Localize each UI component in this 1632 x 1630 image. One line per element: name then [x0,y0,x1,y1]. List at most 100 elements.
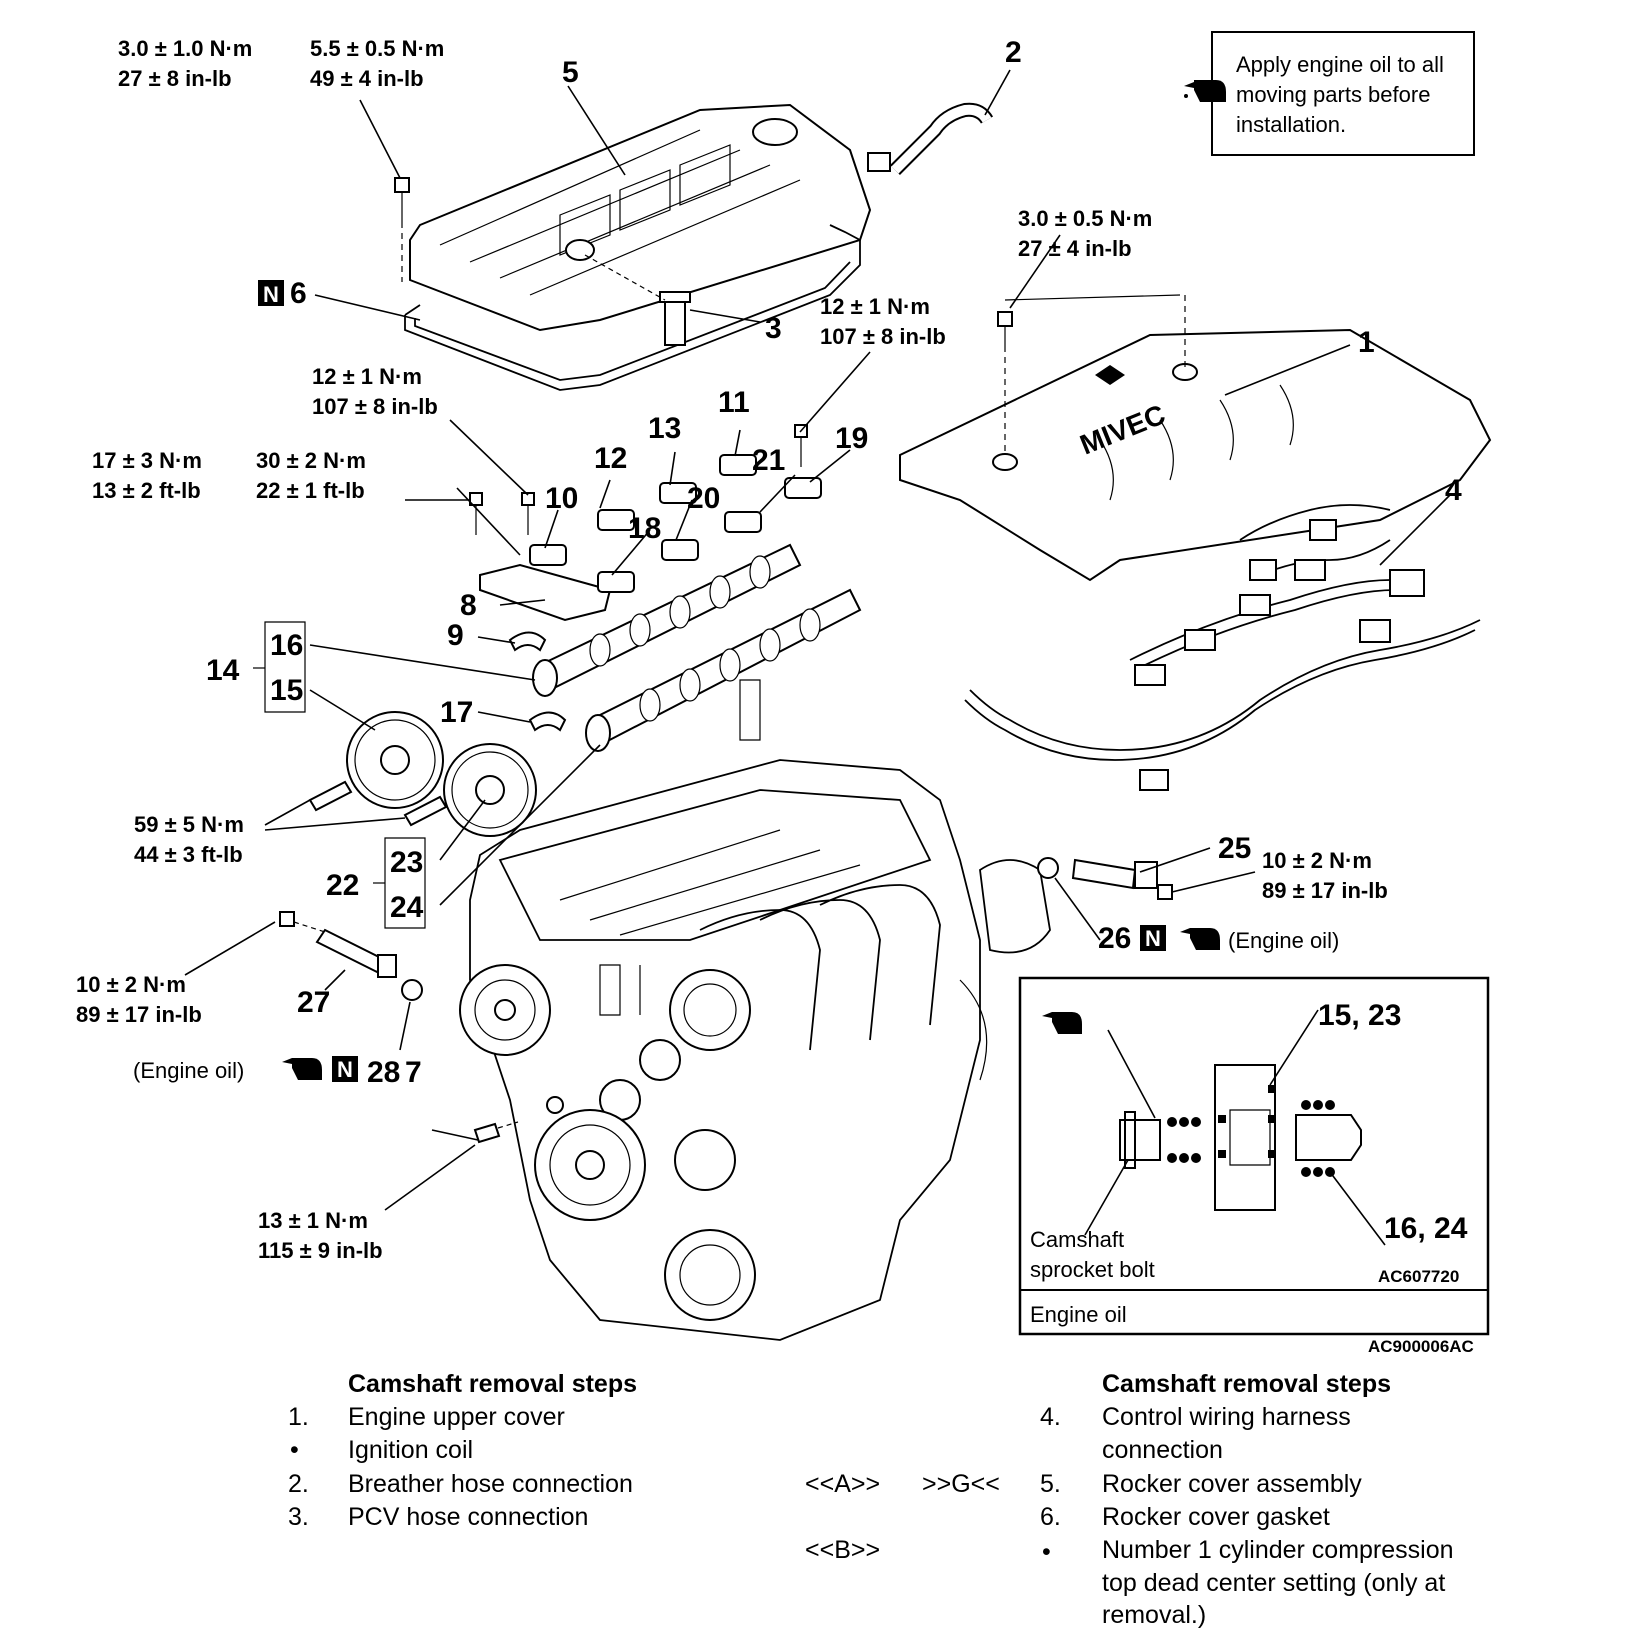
oil-can-icon [1184,80,1226,102]
callout-26: 26 [1098,922,1131,955]
callout-4: 4 [1445,474,1462,507]
note-line-2: moving parts before [1236,82,1430,107]
steps-mid: <<A>> >>G<< <<B>> [805,1470,1000,1564]
camshaft-sprocket [443,743,537,837]
new-part-mark: N [1140,925,1166,951]
torque-label: 107 ± 8 in-lb [312,394,438,419]
callout-15: 15 [270,674,303,707]
step-marker: 4. [1040,1403,1061,1431]
callout-5: 5 [562,56,579,89]
step-marker: 1. [288,1403,309,1431]
bolt-icon [394,177,410,282]
inset-label-bottom: 16, 24 [1384,1212,1468,1245]
svg-text:N: N [337,1057,353,1082]
bolt-icon [473,1121,519,1144]
torque-label: 22 ± 1 ft-lb [256,478,365,503]
thrust-bearing [528,711,567,732]
ref-a: <<A>> [805,1470,880,1498]
torque-label: 10 ± 2 N·m [76,972,186,997]
callout-18: 18 [628,512,661,545]
torque-label: 27 ± 4 in-lb [1018,236,1132,261]
steps-title: Camshaft removal steps [1102,1370,1391,1398]
bolt-label: sprocket bolt [1030,1257,1155,1282]
steps-right: Camshaft removal steps 4. Control wiring… [1040,1370,1454,1629]
callout-17: 17 [440,696,473,729]
inset-legend: Engine oil [1030,1302,1127,1327]
torque-label: 3.0 ± 0.5 N·m [1018,206,1152,231]
callout-23: 23 [390,846,423,879]
callout-9: 9 [447,619,464,652]
pcv-hose [659,291,691,346]
rocker-cover-assembly [409,103,872,332]
inset-label-top: 15, 23 [1318,999,1401,1032]
callout-28: 28 [367,1056,400,1089]
note-line-3: installation. [1236,112,1346,137]
control-wiring-harness [964,504,1481,791]
callout-7: 7 [405,1056,422,1089]
thrust-bearing [508,631,547,652]
callout-19: 19 [835,422,868,455]
step-text: removal.) [1102,1601,1206,1629]
ref-g: >>G<< [922,1470,1000,1498]
torque-label: 10 ± 2 N·m [1262,848,1372,873]
figure-id: AC900006AC [1368,1337,1474,1356]
callout-10: 10 [545,482,578,515]
engine-oil-note: (Engine oil) [1228,928,1339,953]
torque-label: 89 ± 17 in-lb [1262,878,1388,903]
torque-label: 107 ± 8 in-lb [820,324,946,349]
inset-id: AC607720 [1378,1267,1459,1286]
torque-label: 13 ± 1 N·m [258,1208,368,1233]
torque-label: 12 ± 1 N·m [820,294,930,319]
camshaft-sprocket [346,711,444,809]
steps-left: Camshaft removal steps 1. Engine upper c… [288,1370,637,1531]
oil-can-icon [1042,1012,1082,1034]
breather-hose [867,102,994,175]
callout-1: 1 [1358,326,1375,359]
bolt-icon [997,294,1186,456]
callout-27: 27 [297,986,330,1019]
oil-can-icon [282,1058,322,1080]
engine-oil-note: (Engine oil) [133,1058,244,1083]
new-part-mark: N [258,280,284,307]
step-text: Breather hose connection [348,1470,633,1498]
torque-label: 49 ± 4 in-lb [310,66,424,91]
o-ring [1037,857,1059,879]
callout-13: 13 [648,412,681,445]
callout-12: 12 [594,442,627,475]
rocker-cover-gasket [404,224,861,391]
torque-label: 3.0 ± 1.0 N·m [118,36,252,61]
step-text: Rocker cover gasket [1102,1503,1330,1531]
callout-14: 14 [206,654,240,687]
torque-label: 115 ± 9 in-lb [258,1238,383,1263]
callout-20: 20 [687,482,720,515]
torque-label: 30 ± 2 N·m [256,448,366,473]
oil-control-valve [279,911,397,978]
callout-8: 8 [460,589,477,622]
torque-label: 44 ± 3 ft-lb [134,842,243,867]
bolt-label: Camshaft [1030,1227,1124,1252]
torque-label: 59 ± 5 N·m [134,812,244,837]
step-marker: 2. [288,1470,309,1498]
note-box: Apply engine oil to all moving parts bef… [1184,31,1475,156]
callout-11: 11 [718,386,750,419]
torque-label: 89 ± 17 in-lb [76,1002,202,1027]
step-text: Control wiring harness [1102,1403,1351,1431]
new-part-mark: N [332,1056,358,1082]
bearing-caps [479,454,822,622]
o-ring [401,979,423,1001]
callout-25: 25 [1218,832,1251,865]
steps-title: Camshaft removal steps [348,1370,637,1398]
oil-can-icon [1180,928,1220,950]
step-text: Engine upper cover [348,1403,565,1431]
note-line-1: Apply engine oil to all [1236,52,1444,77]
intake-camshaft [585,588,862,752]
callout-21: 21 [752,444,785,477]
callout-3: 3 [765,312,782,345]
step-marker: 3. [288,1503,309,1531]
step-marker: • [1042,1538,1051,1566]
callout-24: 24 [390,891,424,924]
torque-label: 17 ± 3 N·m [92,448,202,473]
step-text: top dead center setting (only at [1102,1569,1445,1597]
engine-upper-cover: MIVEC [899,328,1492,582]
